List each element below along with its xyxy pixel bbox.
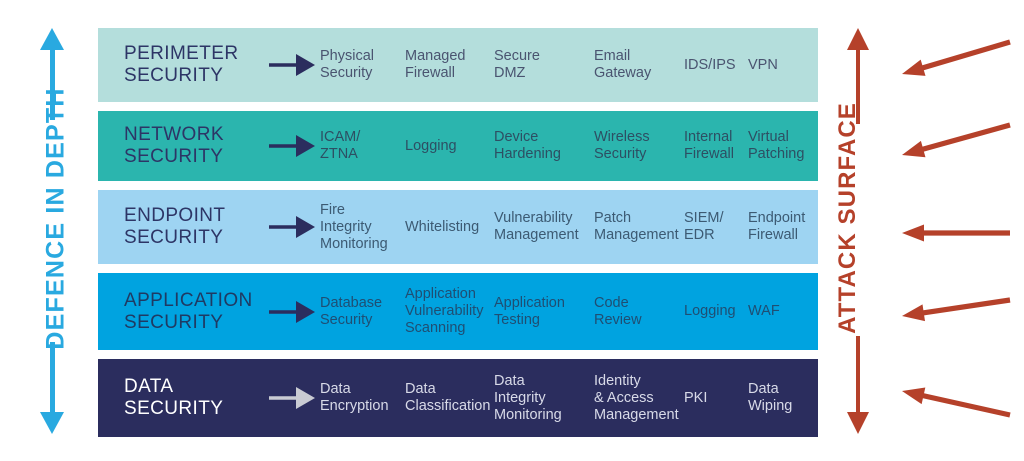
layer-band-4[interactable]: APPLICATION SECURITY Database Security App…	[98, 273, 818, 350]
axis-label-background	[35, 120, 71, 342]
attack-surface-label: ATTACK SURFACE	[834, 102, 861, 334]
control-item[interactable]: VPN	[748, 56, 778, 73]
defence-in-depth-axis: DEFENCE IN DEPTH	[22, 24, 82, 434]
control-item[interactable]: IDS/IPS	[684, 56, 736, 73]
arrow-up-icon	[847, 28, 869, 50]
control-item[interactable]: Data Encryption	[320, 381, 389, 414]
control-item[interactable]: Secure DMZ	[494, 48, 540, 81]
attack-arrow-icon-1	[902, 39, 1011, 76]
control-item[interactable]: Data Integrity Monitoring	[494, 372, 562, 423]
control-item[interactable]: Email Gateway	[594, 48, 652, 81]
control-item[interactable]: Code Review	[594, 294, 642, 328]
layer-arrow-icon	[264, 52, 320, 78]
layer-arrow-icon	[264, 133, 320, 159]
control-list: Database Security Application Vulnerabili…	[320, 273, 818, 350]
layer-band-3[interactable]: ENDPOINT SECURITY Fire Integrity Monitori…	[98, 190, 818, 264]
layer-title: ENDPOINT SECURITY	[124, 205, 226, 248]
attack-arrow-icon-5	[902, 387, 1011, 418]
axis-label-background	[842, 124, 874, 336]
arrow-down-icon	[847, 412, 869, 434]
attack-arrow-icon-2	[902, 122, 1011, 158]
attack-arrow-icon-4	[902, 297, 1011, 322]
attack-arrow-group	[890, 0, 1024, 461]
control-item[interactable]: Managed Firewall	[405, 48, 466, 81]
control-item[interactable]: WAF	[748, 303, 780, 319]
layer-title: DATA SECURITY	[124, 376, 224, 419]
layer-band-1[interactable]: PERIMETER SECURITY Physical Security Manag…	[98, 28, 818, 102]
control-item[interactable]: Database Security	[320, 294, 383, 328]
attack-arrow-icon-3	[902, 224, 1010, 242]
layer-band-5[interactable]: DATA SECURITY Data Encryption Data Classif…	[98, 359, 818, 437]
layer-arrow-icon	[264, 214, 320, 240]
layer-band-2[interactable]: NETWORK SECURITY ICAM/ ZTNA Logging Device …	[98, 111, 818, 181]
control-item[interactable]: Data Wiping	[748, 381, 793, 414]
control-item[interactable]: Logging	[684, 303, 736, 319]
control-item[interactable]: Physical Security	[320, 48, 374, 81]
layer-title: APPLICATION SECURITY	[124, 289, 253, 333]
attack-surface-axis: ATTACK SURFACE	[834, 24, 898, 434]
control-item[interactable]: Vulnerability Management	[494, 210, 579, 243]
control-item[interactable]: ICAM/ ZTNA	[320, 129, 361, 162]
control-item[interactable]: Logging	[405, 137, 457, 154]
control-item[interactable]: Wireless Security	[594, 129, 650, 162]
defence-layer-stack: PERIMETER SECURITY Physical Security Manag…	[98, 28, 818, 446]
control-item[interactable]: Virtual Patching	[748, 129, 805, 162]
arrow-up-icon	[40, 28, 64, 50]
control-list: ICAM/ ZTNA Logging Device Hardening Wireles…	[320, 111, 818, 181]
control-item[interactable]: Patch Management	[594, 210, 679, 243]
control-item[interactable]: Endpoint Firewall	[748, 210, 806, 243]
layer-title: PERIMETER SECURITY	[124, 43, 239, 86]
control-item[interactable]: Identity & Access Management	[594, 372, 679, 423]
layer-arrow-icon	[264, 385, 320, 411]
control-item[interactable]: Data Classification	[405, 381, 491, 414]
control-item[interactable]: Application Testing	[494, 294, 565, 328]
control-item[interactable]: Fire Integrity Monitoring	[320, 201, 388, 252]
layer-title: NETWORK SECURITY	[124, 124, 224, 167]
control-item[interactable]: SIEM/ EDR	[684, 210, 724, 243]
control-item[interactable]: Whitelisting	[405, 218, 480, 235]
control-item[interactable]: Internal Firewall	[684, 129, 734, 162]
control-item[interactable]: Device Hardening	[494, 129, 561, 162]
arrow-down-icon	[40, 412, 64, 434]
control-item[interactable]: Application Vulnerability Scanning	[405, 286, 484, 336]
control-list: Fire Integrity Monitoring Whitelisting Vul…	[320, 190, 818, 264]
control-item[interactable]: PKI	[684, 389, 708, 406]
layer-arrow-icon	[264, 299, 320, 325]
control-list: Physical Security Managed Firewall Secure …	[320, 28, 818, 102]
defence-in-depth-label: DEFENCE IN DEPTH	[41, 87, 70, 350]
